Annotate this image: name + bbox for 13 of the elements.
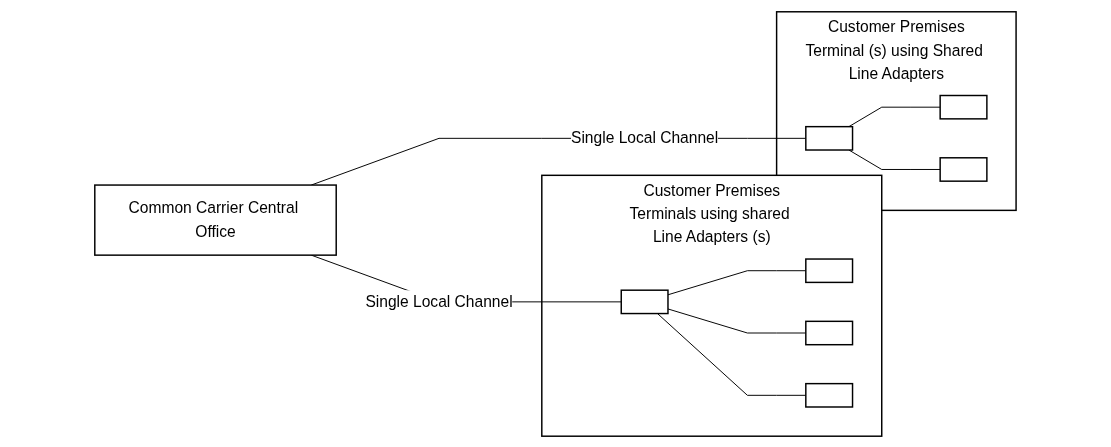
cluster: Customer Premises Terminals using shared Line Adapters (s) <box>541 174 883 437</box>
node-box: Common Carrier Central Office <box>94 183 337 256</box>
node-box <box>939 156 988 182</box>
node-box <box>805 257 854 283</box>
edge-label: Single Local Channel <box>571 129 719 146</box>
node-box <box>805 320 854 345</box>
connector <box>848 149 941 170</box>
connector <box>848 106 941 127</box>
node-box <box>620 288 669 314</box>
node-box <box>939 94 988 120</box>
node-box <box>805 382 854 408</box>
node-box <box>805 125 854 151</box>
edge-label: Single Local Channel <box>365 292 513 310</box>
